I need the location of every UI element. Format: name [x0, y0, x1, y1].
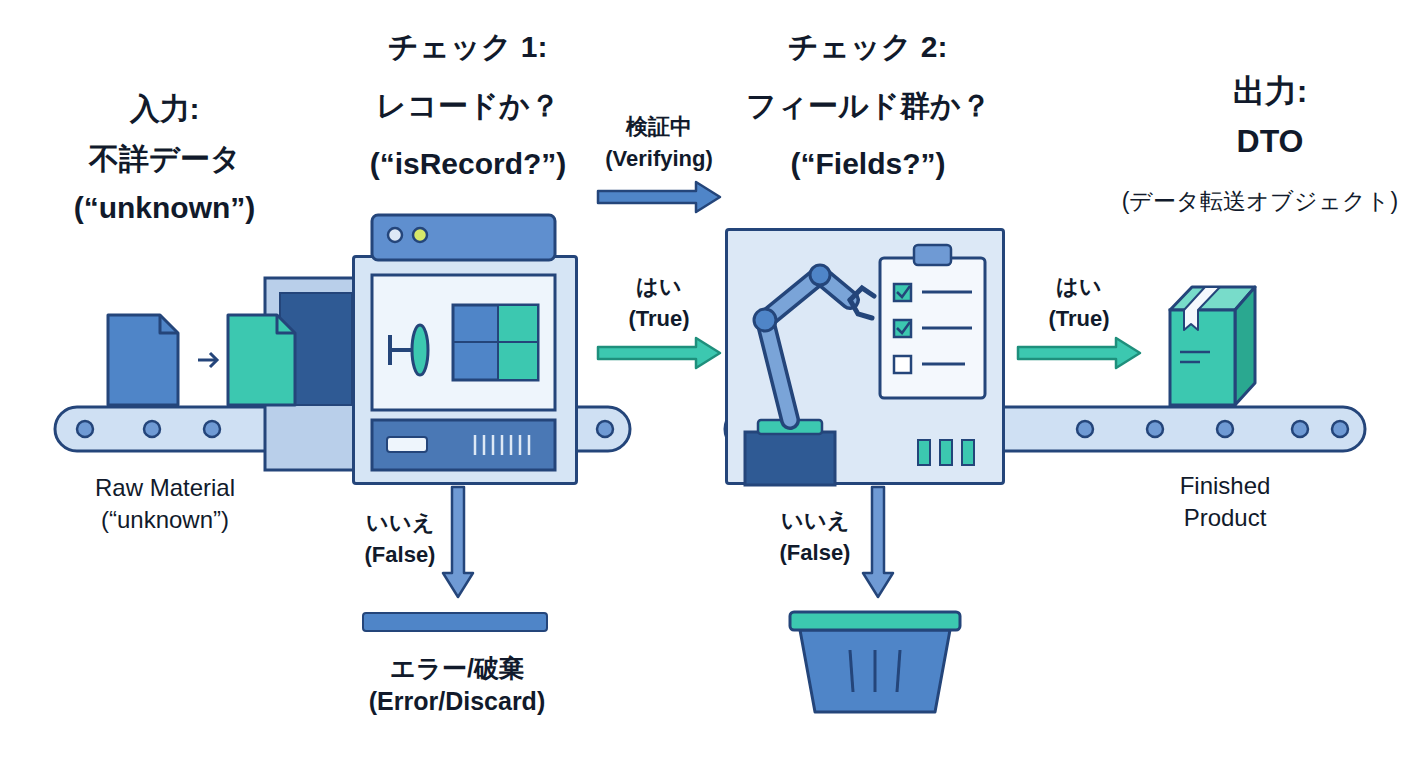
vent-line	[492, 435, 495, 455]
belt-roller	[1217, 421, 1233, 437]
belt-roller	[77, 421, 93, 437]
document-fold	[277, 315, 295, 333]
belt-roller	[1077, 421, 1093, 437]
clipboard-clip	[914, 245, 951, 265]
discard-basket	[800, 630, 950, 712]
edge-label: 検証中 (Verifying)	[579, 111, 739, 175]
input-heading: 入力: 不詳データ (“unknown”)	[57, 84, 272, 233]
vent-line	[510, 435, 513, 455]
status-bar	[962, 440, 974, 465]
robot-gripper	[850, 288, 874, 300]
output-heading: 出力: DTO	[1210, 67, 1330, 166]
lens-mount	[390, 348, 412, 352]
indicator-light	[388, 228, 402, 242]
check-mark	[897, 286, 910, 297]
machine-cap	[372, 215, 555, 260]
vent-line	[501, 435, 504, 455]
robot-arm	[765, 275, 850, 420]
status-bar	[918, 440, 930, 465]
basket-slat	[874, 650, 877, 692]
box-label-line	[1180, 361, 1200, 364]
record-grid-cell	[498, 342, 538, 380]
document-fold	[160, 315, 178, 333]
input-caption: Raw Material (“unknown”)	[75, 472, 255, 537]
clipboard	[880, 258, 985, 398]
control-panel	[372, 420, 555, 470]
vent-line	[528, 435, 531, 455]
check-heading: チェック 1: レコードか？ (“isRecord?”)	[333, 18, 603, 194]
lens-mount	[388, 335, 392, 365]
check-machine: チェック 1: レコードか？ (“isRecord?”)	[352, 255, 578, 485]
box-label-line	[1180, 351, 1210, 354]
document-icon	[108, 315, 178, 405]
checklist-line	[922, 363, 965, 366]
check-machine: チェック 2: フィールド群か？ (“Fields?”)	[725, 228, 1005, 485]
check-mark	[897, 322, 910, 333]
machine-back-screen	[280, 293, 352, 405]
checklist-line	[922, 291, 972, 294]
belt-roller	[144, 421, 160, 437]
status-bar	[940, 440, 952, 465]
machine-back-panel	[265, 278, 360, 470]
checkbox-checked	[894, 284, 911, 301]
basket-rim	[790, 612, 960, 630]
checklist-line	[922, 327, 972, 330]
belt-roller	[1332, 421, 1348, 437]
robot-joint	[754, 309, 776, 331]
belt-roller	[597, 421, 613, 437]
verify-arrow	[598, 182, 720, 212]
belt-roller	[204, 421, 220, 437]
output-package: 出力: DTO(データ転送オブジェクト)Finished Product	[1170, 287, 1255, 405]
robot-gripper	[850, 300, 872, 318]
record-grid-line	[453, 341, 538, 343]
checkbox-checked	[894, 320, 911, 337]
belt-roller	[1147, 421, 1163, 437]
panel-vents	[475, 435, 529, 455]
robot-base-ring	[758, 420, 822, 434]
true-arrow	[598, 338, 720, 368]
edge-label: はい (True)	[1029, 271, 1129, 335]
small-arrow-head	[210, 353, 217, 367]
record-grid	[453, 305, 538, 380]
record-grid-cell	[498, 305, 538, 342]
box-side	[1235, 287, 1255, 405]
input-materials: 入力: 不詳データ (“unknown”)Raw Material (“unkn…	[100, 312, 300, 408]
basket-slat	[850, 650, 853, 692]
basket-slat	[897, 650, 900, 692]
discard-caption: エラー/破棄 (Error/Discard)	[337, 652, 577, 717]
box-top	[1170, 287, 1255, 310]
robot-arm-outline	[765, 275, 850, 420]
indicator-light	[413, 228, 427, 242]
arrow-label: いいえ (False)	[765, 505, 865, 569]
check-heading: チェック 2: フィールド群か？ (“Fields?”)	[718, 18, 1018, 194]
edge-label: はい (True)	[609, 271, 709, 335]
belt-roller	[1292, 421, 1308, 437]
document-icon	[228, 315, 295, 405]
robot-base	[745, 432, 835, 485]
vent-line	[474, 435, 477, 455]
true-arrow	[1018, 338, 1140, 368]
vent-line	[483, 435, 486, 455]
discard-bar: エラー/破棄 (Error/Discard)	[362, 612, 548, 632]
output-caption: Finished Product	[1155, 470, 1295, 535]
reject-arrow	[863, 487, 893, 597]
box-tape	[1184, 287, 1220, 330]
output-subheading: (データ転送オブジェクト)	[1105, 187, 1408, 217]
robot-joint	[810, 265, 830, 285]
scanner-lens	[412, 325, 428, 375]
scanner-screen	[372, 275, 555, 410]
false-arrow	[443, 487, 473, 597]
panel-slot	[387, 437, 427, 452]
edge-label: いいえ (False)	[350, 507, 450, 571]
small-arrow-shaft	[198, 359, 216, 362]
box-front	[1170, 310, 1235, 405]
checkbox-empty	[894, 356, 911, 373]
vent-line	[519, 435, 522, 455]
